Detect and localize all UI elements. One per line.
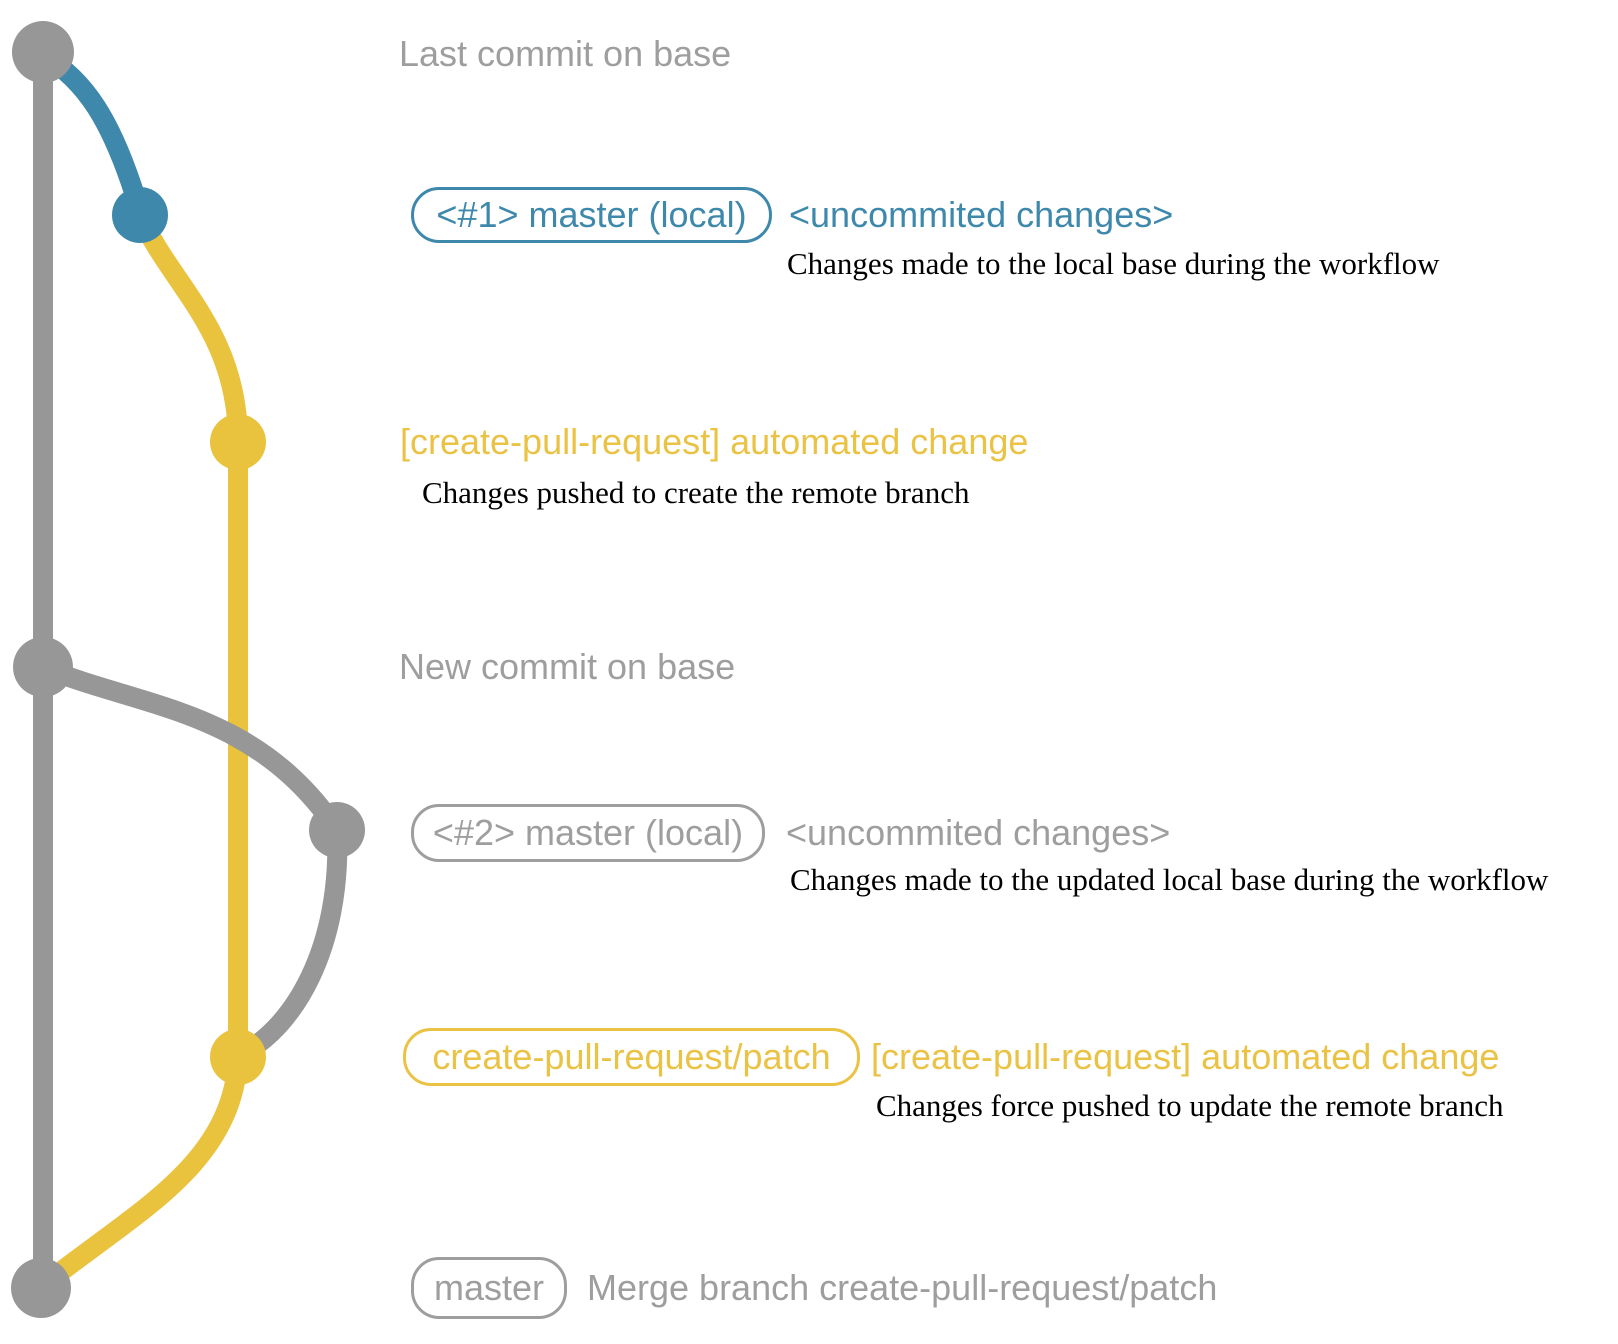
commit-description-4: Changes force pushed to update the remot… [876, 1088, 1504, 1123]
branch-tag-label: <#2> master (local) [432, 812, 744, 853]
branch-tag-create-pull-request-patch: create-pull-request/patch [403, 1028, 860, 1086]
commit-description-3: Changes made to the updated local base d… [790, 862, 1549, 897]
commit-dot-automated-2 [210, 1029, 266, 1085]
branch-tag-master-local-2: <#2> master (local) [411, 804, 765, 862]
branch-tag-master-local-1: <#1> master (local) [411, 187, 772, 243]
commit-dot-last-base [12, 21, 74, 83]
branch-tag-label: <#1> master (local) [436, 194, 747, 235]
commit-dot-merge [11, 1258, 71, 1318]
commit-dot-uncommited-2 [309, 802, 365, 858]
commit-dot-new-base [13, 637, 73, 697]
commit-description-2: Changes pushed to create the remote bran… [422, 475, 970, 510]
branch-line-local-master-2 [33, 657, 347, 840]
commit-description-1: Changes made to the local base during th… [787, 246, 1440, 281]
branch-line-patch-merge [35, 1047, 248, 1294]
commit-message-automated-2: [create-pull-request] automated change [871, 1036, 1500, 1077]
git-graph [11, 21, 365, 1318]
commit-message-merge: Merge branch create-pull-request/patch [587, 1267, 1218, 1308]
commit-dot-automated-1 [210, 414, 266, 470]
branch-tag-label: create-pull-request/patch [432, 1036, 831, 1077]
label-last-commit-on-base: Last commit on base [399, 33, 732, 74]
commit-message-uncommited-2: <uncommited changes> [786, 812, 1171, 853]
branch-line-create-pull-request-patch [130, 205, 248, 1067]
branch-tag-master: master [411, 1257, 567, 1319]
commit-dot-uncommited-1 [112, 187, 168, 243]
branch-line-master2-to-patch [233, 820, 348, 1063]
branch-tag-label: master [433, 1267, 545, 1308]
commit-message-automated-1: [create-pull-request] automated change [400, 421, 1029, 462]
label-new-commit-on-base: New commit on base [399, 646, 736, 687]
commit-message-uncommited-1: <uncommited changes> [789, 194, 1174, 235]
